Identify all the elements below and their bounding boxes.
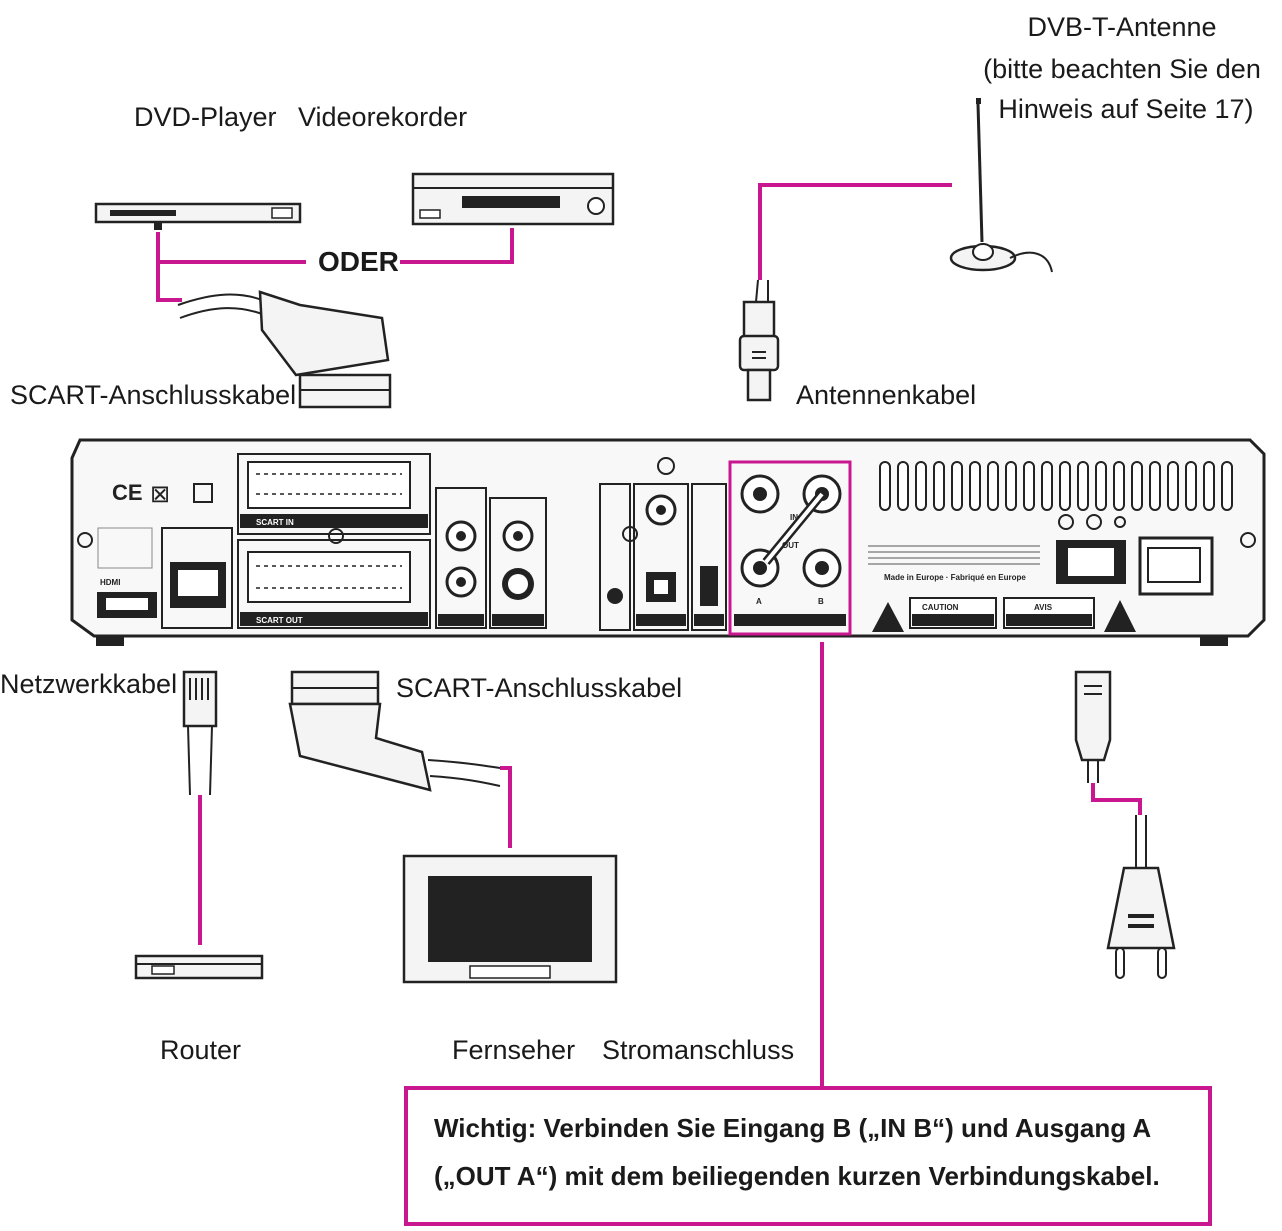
svg-text:CE: CE (112, 480, 143, 505)
port-b-label: B (818, 597, 824, 606)
label-oder: ODER (318, 246, 399, 277)
label-netzwerkkabel: Netzwerkkabel (0, 669, 177, 699)
antenna-link-line (758, 183, 952, 280)
note-line-2: („OUT A“) mit dem beiliegenden kurzen Ve… (434, 1161, 1160, 1191)
network-cable-icon (182, 670, 218, 796)
videorekorder-icon (411, 172, 615, 226)
vcr-link-line (400, 228, 514, 264)
label-fernseher: Fernseher (452, 1035, 575, 1065)
label-videorekorder: Videorekorder (298, 102, 467, 132)
scart-cable-top-icon (177, 290, 392, 409)
scart-cable-bottom-icon (288, 670, 501, 792)
label-antenna-note-1: (bitte beachten Sie den (983, 54, 1261, 84)
connection-lines (156, 183, 1142, 1086)
label-antenna-title: DVB-T-Antenne (1027, 12, 1216, 42)
receiver-back-panel: CE ⊠ HDMI SCART IN SCART OUT (70, 438, 1266, 646)
dvb-t-antenna-icon (949, 98, 1053, 273)
note-line-1: Wichtig: Verbinden Sie Eingang B („IN B“… (434, 1113, 1152, 1143)
scart-out-label: SCART OUT (256, 616, 303, 625)
important-note-box: Wichtig: Verbinden Sie Eingang B („IN B“… (404, 1086, 1212, 1226)
label-stromanschluss: Stromanschluss (602, 1035, 794, 1065)
label-antenna-note-2: Hinweis auf Seite 17) (998, 94, 1253, 124)
power-link-line (1091, 783, 1142, 815)
antenna-plug-icon (738, 279, 780, 402)
caution-label: CAUTION (922, 603, 959, 612)
power-plug-icon (1074, 670, 1176, 979)
router-icon (134, 954, 264, 980)
hdmi-logo: HDMI (100, 578, 120, 587)
dvd-player-icon (94, 202, 302, 230)
fernseher-icon (402, 854, 618, 984)
label-scart-bottom: SCART-Anschlusskabel (396, 673, 682, 703)
out-label: OUT (782, 541, 799, 550)
scart-in-label: SCART IN (256, 518, 294, 527)
dvd-link-line (156, 232, 182, 302)
tv-link-line (500, 766, 512, 848)
label-scart-top: SCART-Anschlusskabel (10, 380, 296, 410)
label-antennenkabel: Antennenkabel (796, 380, 976, 410)
label-router: Router (160, 1035, 241, 1065)
svg-text:⊠: ⊠ (150, 480, 170, 508)
made-in-text: Made in Europe · Fabriqué en Europe (884, 573, 1026, 582)
avis-label: AVIS (1034, 603, 1053, 612)
label-dvd-player: DVD-Player (134, 102, 277, 132)
port-a-label: A (756, 597, 762, 606)
in-label: IN (790, 513, 798, 522)
